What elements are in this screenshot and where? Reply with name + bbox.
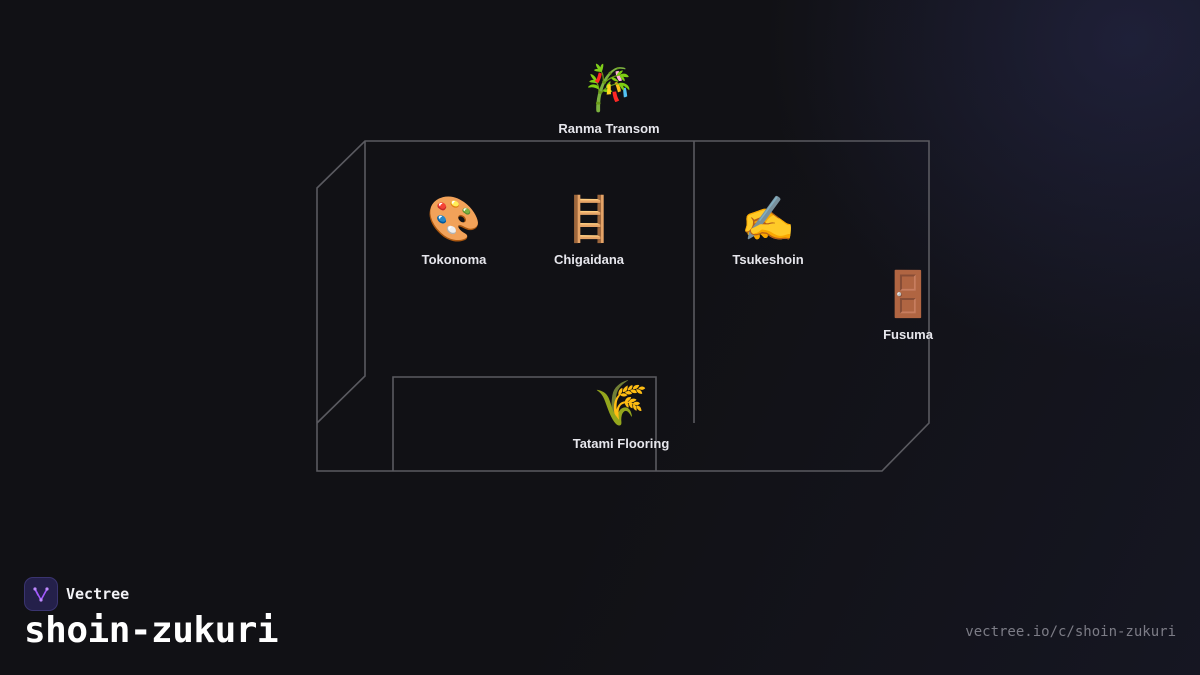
- element-chigaidana[interactable]: 🪜 Chigaidana: [519, 194, 659, 267]
- element-ranma-transom[interactable]: 🎋 Ranma Transom: [539, 63, 679, 136]
- element-label: Tatami Flooring: [572, 436, 670, 451]
- element-label: Tsukeshoin: [732, 252, 804, 267]
- brand[interactable]: Vectree: [24, 577, 129, 611]
- element-label: Tokonoma: [421, 252, 487, 267]
- page-url[interactable]: vectree.io/c/shoin-zukuri: [965, 624, 1176, 640]
- artist-palette-icon: 🎨: [426, 194, 482, 245]
- tanabata-tree-icon: 🎋: [581, 63, 637, 114]
- page-title: shoin-zukuri: [24, 610, 279, 651]
- sheaf-of-rice-icon: 🌾: [593, 378, 649, 429]
- door-icon: 🚪: [880, 269, 936, 320]
- element-tatami-flooring[interactable]: 🌾 Tatami Flooring: [551, 378, 691, 451]
- writing-hand-icon: ✍️: [740, 194, 796, 245]
- ladder-icon: 🪜: [561, 194, 617, 245]
- brand-name: Vectree: [66, 585, 130, 603]
- element-label: Chigaidana: [553, 252, 625, 267]
- element-fusuma[interactable]: 🚪 Fusuma: [838, 269, 978, 342]
- element-label: Ranma Transom: [558, 121, 660, 136]
- outer-wall: [316, 140, 930, 472]
- element-label: Fusuma: [883, 327, 933, 342]
- element-tokonoma[interactable]: 🎨 Tokonoma: [384, 194, 524, 267]
- alcove-wall: [316, 141, 366, 424]
- tatami-area-outline: [392, 376, 657, 471]
- element-tsukeshoin[interactable]: ✍️ Tsukeshoin: [698, 194, 838, 267]
- vectree-logo-icon: [24, 577, 58, 611]
